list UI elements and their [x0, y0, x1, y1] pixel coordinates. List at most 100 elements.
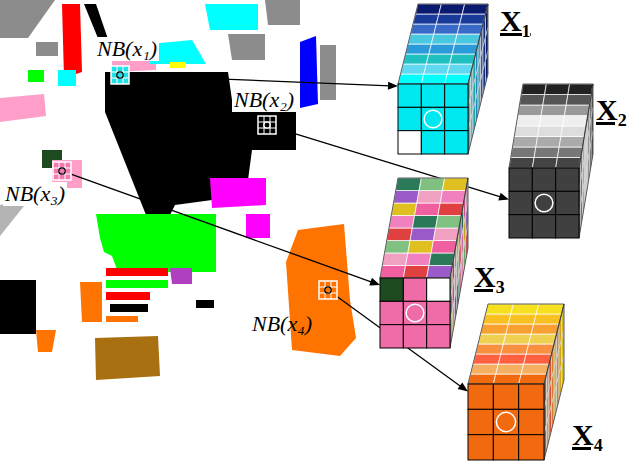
pixel-cell [427, 301, 450, 324]
band-cell [506, 324, 534, 334]
band-cell [450, 54, 476, 64]
band-cell [433, 228, 459, 241]
neighborhood-label: NB(x₂) [232, 88, 296, 112]
pixel-cell [493, 384, 518, 409]
band-cell [513, 137, 538, 148]
band-cell [478, 334, 506, 344]
pixel-cell [398, 84, 421, 107]
band-cell [398, 74, 424, 84]
band-cell [564, 105, 589, 116]
band-cell [394, 191, 420, 204]
pixel-cell [445, 84, 468, 107]
band-cell [556, 158, 581, 169]
neighborhood-window: NB(x₄) [319, 281, 337, 299]
band-cell [536, 137, 561, 148]
pixel-cell [403, 301, 426, 324]
neighborhood-window: NB(x₃) [53, 162, 71, 180]
side-shade [544, 304, 564, 460]
band-cell [543, 95, 568, 106]
band-cell [436, 14, 462, 24]
arrowhead [498, 193, 509, 201]
band-cell [520, 95, 545, 106]
band-cell [415, 203, 441, 216]
window-shape [319, 281, 337, 299]
band-cell [516, 116, 541, 127]
band-cell [519, 374, 547, 384]
band-cell [561, 126, 586, 137]
band-cell [498, 354, 526, 364]
pixel-cell [509, 168, 532, 191]
pixel-cell [468, 384, 493, 409]
band-cell [539, 116, 564, 127]
band-cell [471, 364, 499, 374]
neighborhood-label: NB(x₄) [250, 312, 314, 336]
window-cell [53, 162, 71, 180]
arrow-line [337, 297, 462, 387]
band-cell [521, 84, 546, 95]
band-cell [462, 4, 488, 14]
pixel-cell [556, 191, 579, 214]
band-cell [431, 241, 457, 254]
band-cell [429, 253, 455, 266]
band-cell [532, 158, 557, 169]
pixel-cell [509, 191, 532, 214]
pixel-cell [445, 131, 468, 154]
center-pixel [325, 287, 331, 293]
neighborhood-label: NB(x₃) [3, 182, 67, 206]
band-cell [439, 4, 465, 14]
band-cell [382, 253, 408, 266]
pixel-cell [398, 107, 421, 130]
center-pixel [264, 122, 270, 128]
band-cell [419, 178, 445, 191]
band-cell [521, 364, 549, 374]
band-cell [434, 24, 460, 34]
cube-label: X₃ [474, 260, 505, 293]
band-cell [403, 266, 429, 279]
arrowhead [369, 278, 380, 286]
band-cell [509, 158, 534, 169]
band-cell [545, 84, 570, 95]
neighborhood-label: NB(x₁) [95, 37, 159, 61]
band-cell [481, 324, 509, 334]
band-cell [476, 344, 504, 354]
band-cell [391, 203, 417, 216]
band-cell [412, 216, 438, 229]
band-cell [529, 334, 557, 344]
band-cell [534, 314, 562, 324]
arrow-line [129, 75, 390, 85]
center-pixel [59, 168, 65, 174]
band-cell [421, 74, 447, 84]
band-cell [406, 253, 432, 266]
band-cell [524, 354, 552, 364]
pixel-cell [532, 168, 555, 191]
pixel-cell [519, 384, 544, 409]
band-cell [534, 147, 559, 158]
band-cell [416, 4, 442, 14]
band-cell [457, 24, 483, 34]
pixel-cell [509, 215, 532, 238]
band-cell [486, 304, 514, 314]
band-cell [389, 216, 415, 229]
cube-label: X₄ [572, 418, 603, 451]
band-cell [408, 241, 434, 254]
pixel-cell [556, 215, 579, 238]
cube-shape [468, 384, 544, 460]
window-shape [111, 66, 129, 84]
arrow-connector [337, 297, 468, 392]
data-cube: X₃ [380, 278, 450, 348]
band-cell [559, 137, 584, 148]
center-pixel [424, 110, 442, 128]
band-cell [557, 147, 582, 158]
band-cell [424, 64, 450, 74]
band-cell [427, 266, 453, 279]
pixel-cell [532, 191, 555, 214]
window-cell [319, 281, 337, 299]
data-cube: X₁ [398, 84, 468, 154]
cube-shape [380, 278, 450, 348]
band-cell [417, 191, 443, 204]
band-cell [483, 314, 511, 324]
arrow-connector [71, 174, 380, 285]
band-cell [518, 105, 543, 116]
band-cell [566, 95, 591, 106]
center-pixel [117, 72, 123, 78]
